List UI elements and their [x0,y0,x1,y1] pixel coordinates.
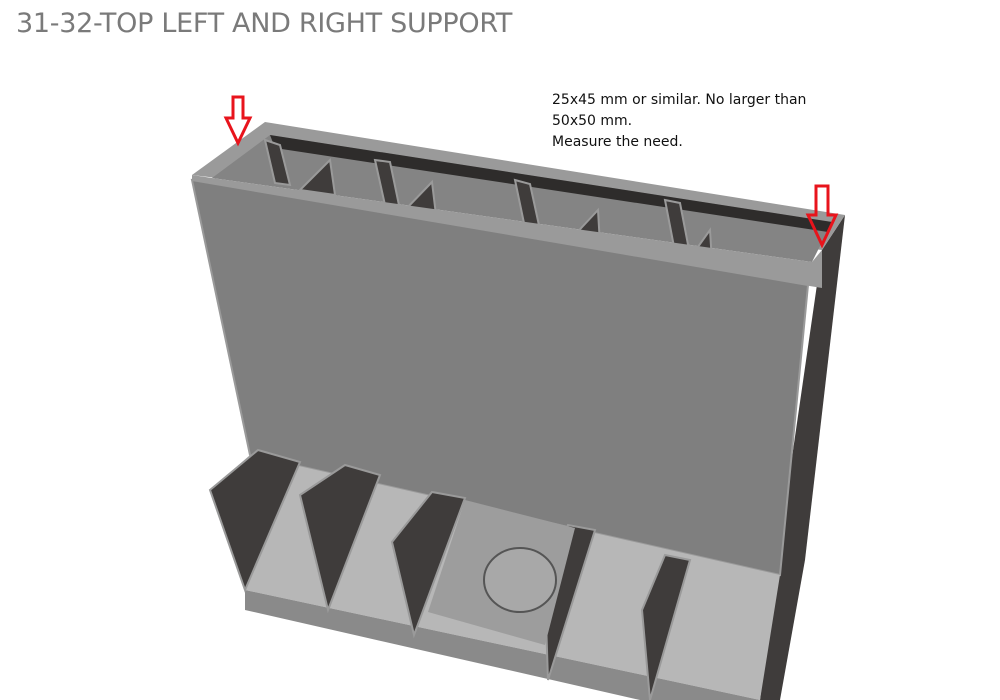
circular-hole [483,547,557,613]
note-line-3: Measure the need. [552,134,683,150]
note-line-1: 25x45 mm or similar. No larger than [552,92,807,108]
note-line-2: 50x50 mm. [552,113,633,129]
right-support-arrow-icon [805,184,839,249]
lower-dividers [208,448,692,700]
base-front [245,590,760,700]
dimension-note: 25x45 mm or similar. No larger than 50x5… [552,90,832,153]
right-side-panel [760,215,845,700]
top-cavity-shadow [270,135,832,232]
left-support-arrow-icon [223,95,253,147]
page-title: 31-32-TOP LEFT AND RIGHT SUPPORT [16,8,513,39]
